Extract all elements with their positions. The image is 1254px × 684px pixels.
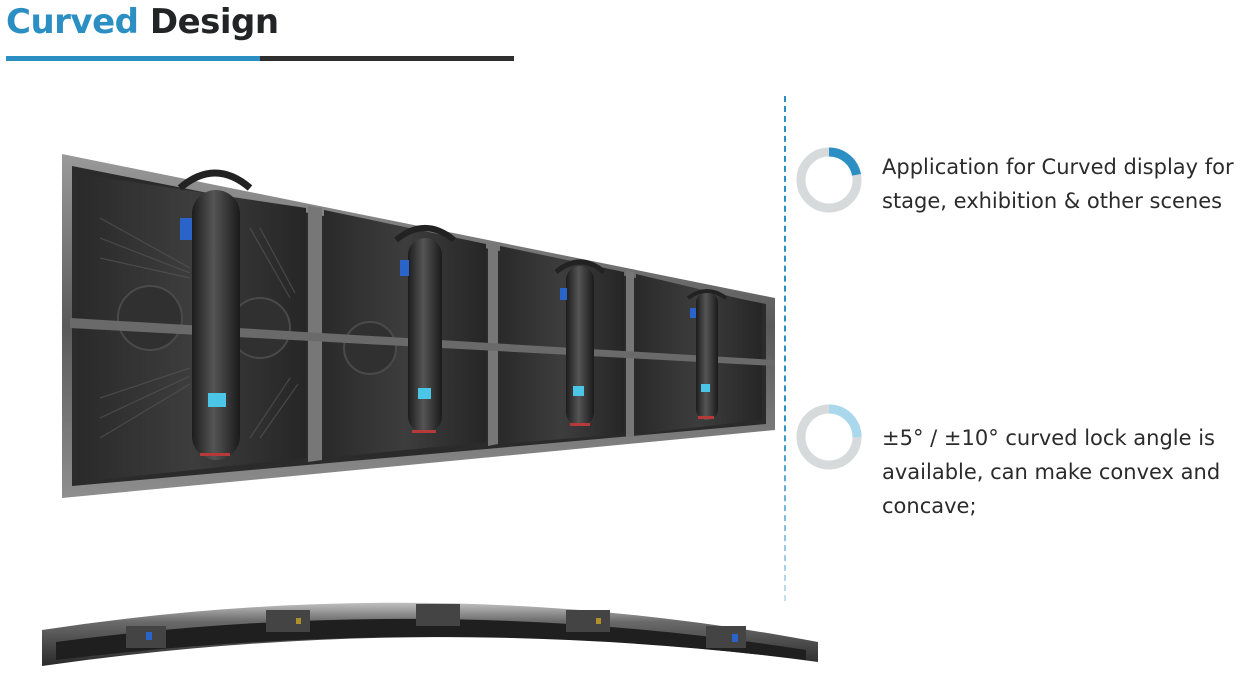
- title-rest-word: Design: [149, 2, 279, 42]
- vertical-divider: [784, 96, 786, 601]
- progress-ring-icon: [796, 404, 862, 470]
- title-underline-dark: [260, 56, 514, 61]
- curved-led-panel-image: [62, 154, 775, 498]
- divider-fade: [783, 420, 789, 605]
- curved-led-strip-image: [42, 602, 818, 666]
- feature-text-1: Application for Curved display for stage…: [882, 155, 1234, 213]
- title-underline-accent: [6, 56, 260, 61]
- page-title: Curved Design: [6, 0, 279, 44]
- progress-ring-icon: [796, 147, 862, 213]
- feature-text-2: ±5° / ±10° curved lock angle is availabl…: [882, 426, 1221, 518]
- title-accent-word: Curved: [6, 2, 139, 42]
